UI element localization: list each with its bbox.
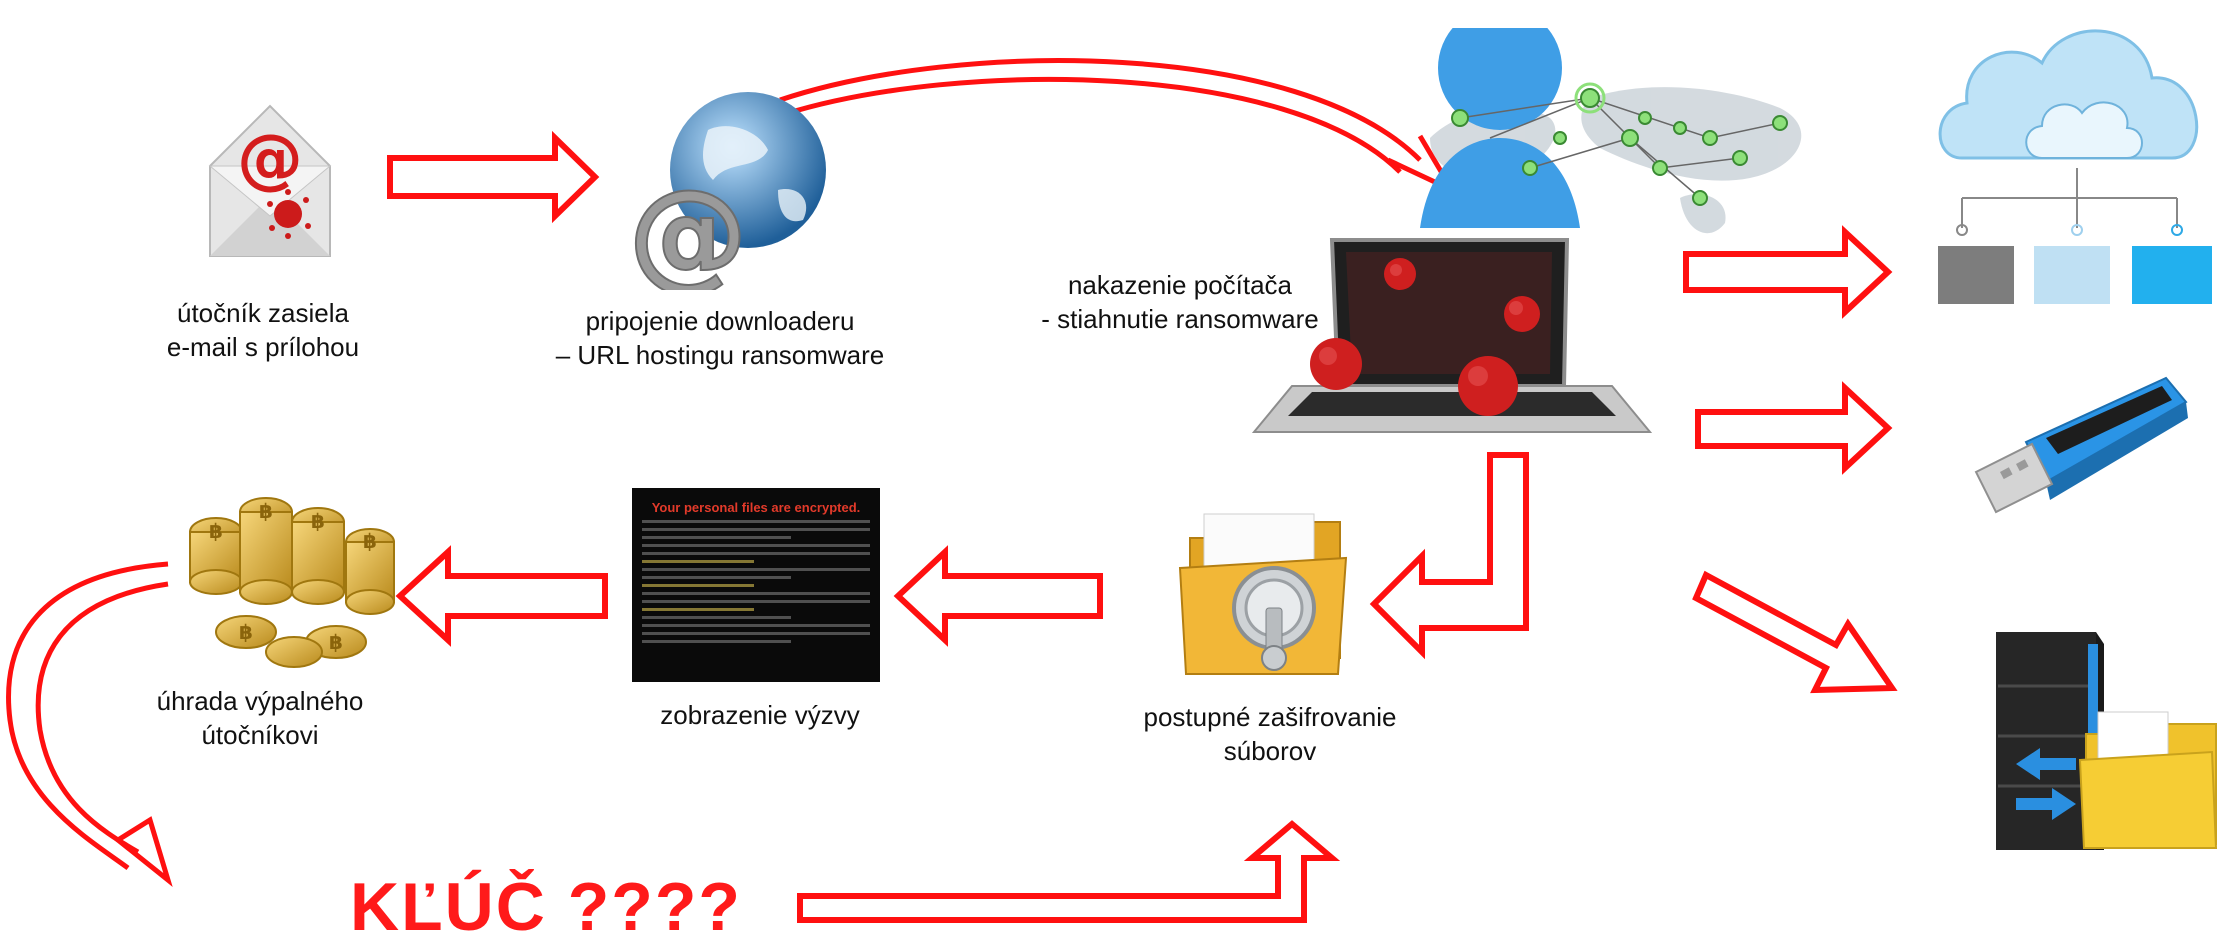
key-question-text: KĽÚČ ???? (350, 869, 742, 945)
caption-infection: nakazenie počítača - stiahnutie ransomwa… (1041, 270, 1319, 334)
svg-text:@: @ (237, 120, 303, 197)
arrow-payment-to-key-head (113, 816, 173, 887)
arrow-folder-to-note (893, 545, 1103, 647)
server-files-icon (1996, 632, 2218, 850)
arrow-to-server (1692, 570, 1898, 694)
arrow-payment-to-key-inner (35, 581, 169, 855)
arrow-downloader-to-infection-inner (784, 76, 1402, 174)
globe-at-icon: @ (627, 92, 826, 290)
arrow-laptop-to-folder (1369, 452, 1529, 660)
arrow-downloader-to-infection-outer (779, 58, 1422, 162)
cloud-storage-icon (1938, 29, 2212, 304)
arrow-to-usb (1695, 381, 1893, 475)
svg-text:฿: ฿ (311, 509, 325, 533)
caption-attacker-email: útočník zasiela e-mail s prílohou (166, 298, 360, 362)
usb-drive-icon (1974, 376, 2188, 514)
arrow-payment-to-key-outer (6, 561, 169, 871)
caption-downloader: pripojenie downloaderu – URL hostingu ra… (555, 306, 885, 370)
svg-text:฿: ฿ (329, 630, 343, 654)
svg-text:฿: ฿ (239, 620, 253, 644)
email-envelope-icon: @ (208, 104, 332, 257)
arrow-email-to-downloader (387, 130, 600, 224)
arrow-key-to-folder (797, 820, 1341, 923)
arrow-to-cloud (1683, 225, 1893, 319)
ransom-note-screen-icon: Your personal files are encrypted. (632, 488, 880, 682)
ransom-note-title: Your personal files are encrypted. (651, 500, 861, 515)
caption-payment: úhrada výpalného útočníkovi (156, 686, 364, 750)
caption-encryption: postupné zašifrovanie súborov (1143, 702, 1397, 766)
svg-text:฿: ฿ (363, 529, 377, 553)
folder-lock-icon (1178, 513, 1348, 675)
arrow-note-to-payment (395, 545, 608, 647)
svg-text:฿: ฿ (209, 519, 223, 543)
bitcoin-coins-icon: ฿฿฿฿ ฿฿ (189, 497, 395, 668)
world-network-person-icon (1420, 28, 1802, 234)
svg-text:฿: ฿ (259, 499, 273, 523)
svg-text:@: @ (628, 165, 748, 290)
caption-ransom-demand: zobrazenie výzvy (660, 700, 860, 730)
infected-laptop-icon (1252, 238, 1652, 433)
